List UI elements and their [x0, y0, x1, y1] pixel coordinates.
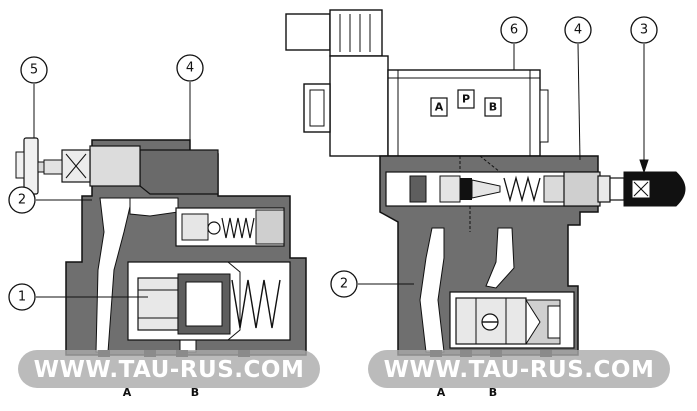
pilot-port-p-box: [457, 89, 475, 109]
callout-4-right: 4: [564, 16, 592, 44]
svg-text:3: 3: [640, 23, 648, 38]
svg-text:WWW.TAU-RUS.COM: WWW.TAU-RUS.COM: [384, 357, 655, 383]
right-port-a-label: A: [437, 386, 446, 399]
callout-1: 1: [8, 283, 36, 311]
left-port-a-label: A: [123, 386, 132, 399]
left-upper-spring: [221, 217, 255, 239]
pilot-valve-body: [387, 69, 541, 157]
callout-4-left: 4: [176, 54, 204, 82]
right-channel-b: [485, 227, 515, 289]
svg-text:2: 2: [18, 193, 26, 208]
callout-5: 5: [20, 56, 48, 84]
left-channel-upper: [129, 197, 179, 217]
callout-6: 6: [500, 16, 528, 44]
watermark-left: WWW.TAU-RUS.COM: [18, 350, 320, 388]
left-port-b-label: B: [191, 386, 199, 399]
left-pilot-block: [139, 149, 219, 195]
right-valve-section: [285, 9, 686, 357]
left-main-poppet: [137, 277, 179, 331]
left-upper-spool: [181, 213, 209, 241]
callout-3: 3: [630, 16, 658, 44]
solenoid-coil: [329, 55, 389, 157]
svg-text:WWW.TAU-RUS.COM: WWW.TAU-RUS.COM: [34, 357, 305, 383]
right-port-b-label: B: [489, 386, 497, 399]
solenoid-connector: [285, 13, 331, 51]
pilot-port-a-label: A: [435, 101, 444, 114]
svg-text:2: 2: [340, 277, 348, 292]
callout-2-left: 2: [8, 186, 36, 214]
pilot-port-b-label: B: [489, 101, 497, 114]
right-pilot-spring: [503, 175, 541, 203]
callout-2-right: 2: [330, 270, 358, 298]
svg-text:1: 1: [18, 290, 26, 305]
pilot-port-p-label: P: [462, 93, 470, 106]
pilot-port-a-box: [430, 97, 448, 117]
left-check-ball: [207, 221, 221, 235]
left-upper-plug: [255, 209, 285, 245]
pilot-port-b-box: [484, 97, 502, 117]
callout-leaders: [33, 43, 649, 298]
svg-text:5: 5: [30, 63, 38, 78]
left-main-cover: [226, 261, 291, 341]
handknob-icon[interactable]: [23, 137, 39, 195]
watermark-right: WWW.TAU-RUS.COM: [368, 350, 670, 388]
svg-text:6: 6: [510, 23, 518, 38]
svg-text:4: 4: [186, 61, 194, 76]
left-valve-section: [15, 137, 307, 357]
left-adjuster-body: [89, 145, 141, 187]
svg-text:4: 4: [574, 23, 582, 38]
